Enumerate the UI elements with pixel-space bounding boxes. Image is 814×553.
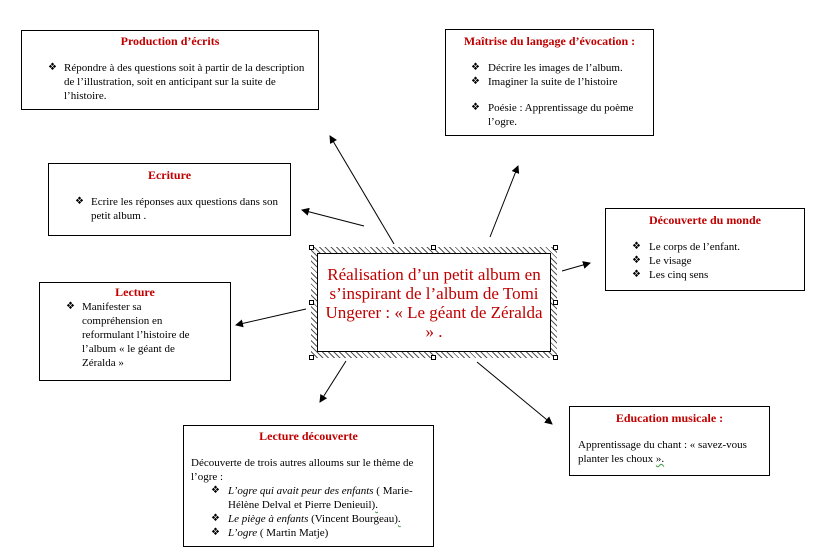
green-mark: . <box>375 499 378 511</box>
lecture-title: Lecture <box>115 285 155 299</box>
central-topic-text: Réalisation d’un petit album en s’inspir… <box>317 253 551 352</box>
list-item: ❖ Répondre à des questions soit à partir… <box>22 61 318 103</box>
list-item: ❖ Le piège à enfants (Vincent Bourgeau). <box>184 512 433 526</box>
list-item: ❖ Les cinq sens <box>606 268 804 282</box>
maitrise-item: Poésie : Apprentissage du poème l’ogre. <box>488 102 634 128</box>
bullet-icon: ❖ <box>75 196 84 207</box>
lecture-decouverte-title: Lecture découverte <box>259 429 358 443</box>
bullet-icon: ❖ <box>211 527 220 538</box>
bullet-icon: ❖ <box>632 241 641 252</box>
resize-handle[interactable] <box>309 245 314 250</box>
arrow-to-lecture-decouverte <box>319 360 347 403</box>
resize-handle[interactable] <box>553 245 558 250</box>
book-title: L’ogre qui avait peur des enfants <box>228 485 374 497</box>
bullet-icon: ❖ <box>471 76 480 87</box>
list-item: ❖ Décrire les images de l’album. <box>446 61 653 75</box>
ecriture-title: Ecriture <box>147 168 192 182</box>
decouverte-monde-item: Les cinq sens <box>649 269 709 281</box>
arrow-to-education <box>476 361 553 425</box>
maitrise-item: Imaginer la suite de l’histoire <box>488 76 618 88</box>
education-text-main: Apprentissage du chant : « savez-vous pl… <box>578 439 747 465</box>
central-topic-frame: Réalisation d’un petit album en s’inspir… <box>311 247 557 358</box>
lecture-decouverte-intro: Découverte de trois autres alloums sur l… <box>191 457 414 483</box>
green-mark: . <box>397 513 401 525</box>
lecture-item: Manifester sa compréhension en reformula… <box>82 301 190 369</box>
bullet-icon: ❖ <box>211 485 220 496</box>
book-author: ( Marie-Hélène Delval et Pierre Denieuil… <box>228 485 413 511</box>
resize-handle[interactable] <box>309 300 314 305</box>
ecriture-item: Ecrire les réponses aux questions dans s… <box>91 196 278 222</box>
ecriture-box: Ecriture ❖ Ecrire les réponses aux quest… <box>48 163 291 236</box>
production-item: Répondre à des questions soit à partir d… <box>64 62 305 102</box>
maitrise-title: Maîtrise du langage d’évocation : <box>463 34 636 48</box>
list-item: ❖ Le visage <box>606 254 804 268</box>
bullet-icon: ❖ <box>632 269 641 280</box>
list-item: ❖ Le corps de l’enfant. <box>606 240 804 254</box>
production-box: Production d’écrits ❖ Répondre à des que… <box>21 30 319 110</box>
bullet-icon: ❖ <box>48 62 57 73</box>
maitrise-box: Maîtrise du langage d’évocation : ❖ Décr… <box>445 29 654 136</box>
bullet-icon: ❖ <box>471 102 480 113</box>
arrow-to-ecriture <box>301 207 365 227</box>
education-text-end: ». <box>655 453 665 465</box>
maitrise-item: Décrire les images de l’album. <box>488 62 623 74</box>
resize-handle[interactable] <box>553 300 558 305</box>
list-item: ❖ Ecrire les réponses aux questions dans… <box>49 195 290 223</box>
lecture-box: Lecture ❖ Manifester sa compréhension en… <box>39 282 231 381</box>
lecture-decouverte-box: Lecture découverte Découverte de trois a… <box>183 425 434 547</box>
decouverte-monde-box: Découverte du monde ❖ Le corps de l’enfa… <box>605 208 805 291</box>
list-item: ❖ Imaginer la suite de l’histoire <box>446 75 653 89</box>
resize-handle[interactable] <box>431 245 436 250</box>
list-item: ❖ Poésie : Apprentissage du poème l’ogre… <box>446 101 653 129</box>
resize-handle[interactable] <box>553 355 558 360</box>
bullet-icon: ❖ <box>211 513 220 524</box>
book-author: ( Martin Matje) <box>257 527 329 539</box>
education-text: Apprentissage du chant : « savez-vous pl… <box>570 438 769 466</box>
decouverte-monde-title: Découverte du monde <box>649 213 761 227</box>
book-title: L’ogre <box>228 527 258 539</box>
education-title: Education musicale : <box>615 411 724 425</box>
decouverte-monde-item: Le visage <box>649 255 692 267</box>
list-item: ❖ Manifester sa compréhension en reformu… <box>40 300 230 370</box>
production-title: Production d’écrits <box>120 34 220 48</box>
bullet-icon: ❖ <box>471 62 480 73</box>
book-title: Le piège à enfants <box>228 513 309 525</box>
arrow-to-decouverte-monde <box>561 261 591 272</box>
book-author: (Vincent Bourgeau) <box>308 513 398 525</box>
arrow-to-maitrise <box>489 165 520 238</box>
education-box: Education musicale : Apprentissage du ch… <box>569 406 770 476</box>
bullet-icon: ❖ <box>632 255 641 266</box>
resize-handle[interactable] <box>309 355 314 360</box>
list-item: ❖ L’ogre ( Martin Matje) <box>184 526 433 540</box>
list-item: ❖ L’ogre qui avait peur des enfants ( Ma… <box>184 484 433 512</box>
arrow-to-production <box>329 135 395 245</box>
arrow-to-lecture <box>235 308 307 328</box>
decouverte-monde-item: Le corps de l’enfant. <box>649 241 741 253</box>
bullet-icon: ❖ <box>66 301 75 312</box>
resize-handle[interactable] <box>431 355 436 360</box>
